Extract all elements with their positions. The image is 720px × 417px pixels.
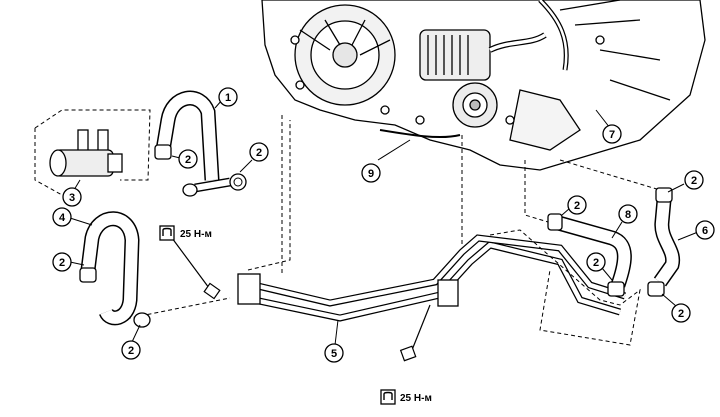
svg-text:4: 4	[59, 212, 66, 224]
svg-text:7: 7	[609, 129, 615, 141]
hose-6	[647, 187, 681, 297]
svg-text:5: 5	[331, 348, 337, 360]
callout-2-e: 2	[567, 195, 587, 215]
bolt-bottom	[399, 304, 431, 362]
leader-lines	[34, 109, 661, 346]
bolt-left	[171, 237, 221, 300]
callout-3: 3	[62, 187, 82, 207]
callout-1: 1	[218, 87, 238, 107]
callout-2-f: 2	[586, 252, 606, 272]
callout-5: 5	[324, 343, 344, 363]
svg-text:1: 1	[225, 92, 231, 104]
callout-2-c: 2	[52, 252, 72, 272]
callout-leaders	[69, 99, 699, 346]
callout-2-d: 2	[121, 340, 141, 360]
transaxle-housing	[261, 0, 706, 171]
svg-text:2: 2	[256, 147, 262, 159]
callout-2-b: 2	[249, 142, 269, 162]
clamp-upper-mid	[229, 173, 247, 191]
water-connector-3	[49, 129, 123, 177]
hose-1	[154, 90, 231, 197]
svg-text:8: 8	[625, 209, 631, 221]
callout-7: 7	[602, 124, 622, 144]
torque-spec-left: 25 Н-м	[159, 225, 212, 241]
callout-6: 6	[695, 220, 715, 240]
callout-2-g: 2	[684, 170, 704, 190]
svg-text:2: 2	[691, 175, 697, 187]
svg-text:2: 2	[593, 257, 599, 269]
callout-9: 9	[361, 163, 381, 183]
svg-text:3: 3	[69, 192, 75, 204]
callout-8: 8	[618, 204, 638, 224]
svg-text:2: 2	[59, 257, 65, 269]
hose-4	[79, 211, 151, 328]
callout-4: 4	[52, 207, 72, 227]
svg-text:2: 2	[185, 154, 191, 166]
torque-spec-bottom: 25 Н-м	[380, 389, 432, 405]
callout-2-a: 2	[178, 149, 198, 169]
steel-tube-assembly	[237, 234, 627, 322]
svg-text:25 Н-м: 25 Н-м	[400, 393, 432, 404]
svg-text:2: 2	[678, 308, 684, 320]
callout-2-h: 2	[671, 303, 691, 323]
svg-text:6: 6	[702, 225, 708, 237]
svg-text:25 Н-м: 25 Н-м	[180, 229, 212, 240]
svg-text:9: 9	[368, 168, 374, 180]
svg-text:2: 2	[574, 200, 580, 212]
svg-text:2: 2	[128, 345, 134, 357]
